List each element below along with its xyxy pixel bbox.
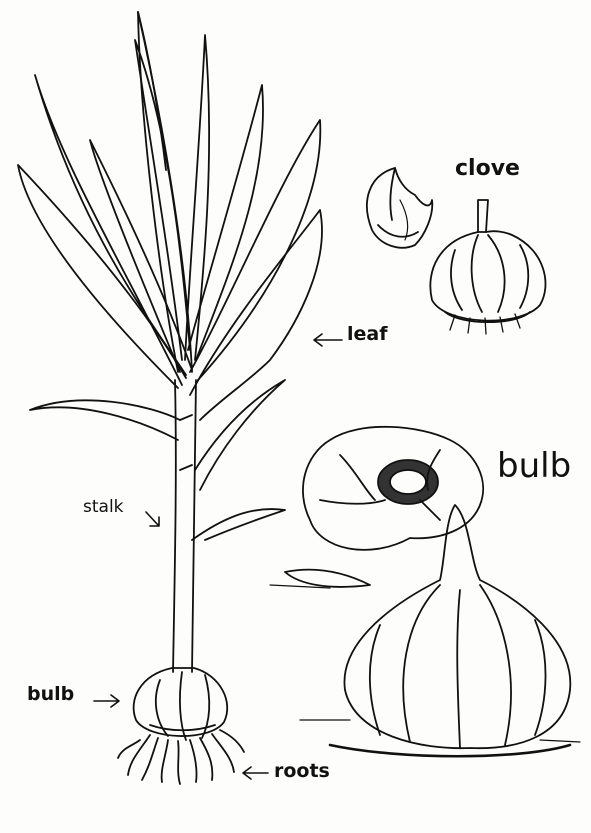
bulb-label: bulb — [27, 683, 74, 705]
roots-label: roots — [274, 760, 330, 782]
bulb-arrow — [94, 695, 119, 707]
leaf-label: leaf — [347, 323, 388, 345]
stalk-label: stalk — [83, 497, 124, 517]
clove-drawing — [367, 168, 546, 334]
leaf-arrow — [314, 334, 342, 346]
plant-bulb — [134, 668, 228, 740]
plant-leaves — [18, 12, 322, 540]
bulb-title-label: bulb — [497, 446, 571, 486]
label-arrows — [94, 334, 342, 779]
clove-label: clove — [455, 156, 520, 181]
plant-roots — [118, 730, 244, 784]
plant-stalk — [173, 380, 196, 672]
roots-arrow — [243, 767, 268, 779]
stalk-arrow — [146, 512, 159, 526]
